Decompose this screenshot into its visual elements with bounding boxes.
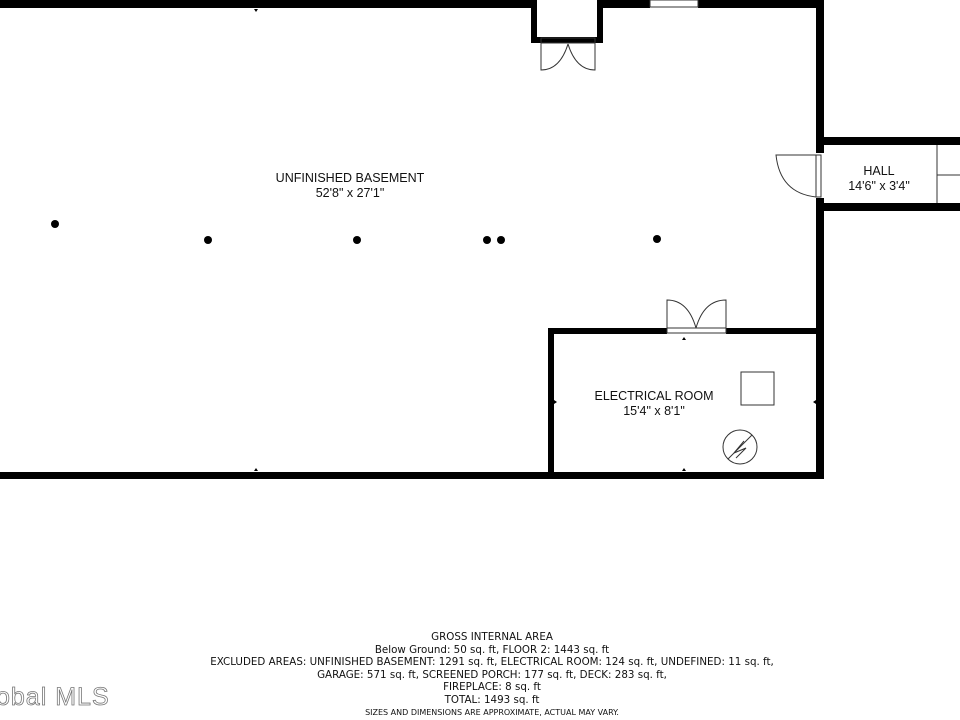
area-summary: GROSS INTERNAL AREA Below Ground: 50 sq.… — [210, 631, 774, 719]
room-dimensions: 15'4" x 8'1" — [623, 404, 685, 418]
summary-line: EXCLUDED AREAS: UNFINISHED BASEMENT: 129… — [210, 656, 774, 669]
summary-total: TOTAL: 1493 sq. ft — [444, 693, 540, 706]
window — [649, 0, 699, 8]
dimension-markers — [254, 9, 816, 471]
summary-line: GARAGE: 571 sq. ft, SCREENED PORCH: 177 … — [317, 668, 667, 681]
watermark: obal MLS — [0, 683, 110, 712]
room-name: UNFINISHED BASEMENT — [275, 171, 425, 185]
electrical-panel — [740, 371, 775, 406]
water-heater — [722, 429, 758, 465]
room-label-hall: HALL 14'6" x 3'4" — [848, 164, 910, 194]
summary-line: FIREPLACE: 8 sq. ft — [443, 681, 541, 694]
doors — [540, 0, 960, 465]
support-posts — [51, 220, 661, 244]
room-name: ELECTRICAL ROOM — [594, 389, 714, 403]
room-label-unfinished-basement: UNFINISHED BASEMENT 52'8" x 27'1" — [276, 171, 425, 201]
room-label-electrical-room: ELECTRICAL ROOM 15'4" x 8'1" — [594, 389, 713, 419]
walls — [0, 0, 960, 479]
disclaimer: SIZES AND DIMENSIONS ARE APPROXIMATE, AC… — [365, 707, 619, 717]
room-dimensions: 52'8" x 27'1" — [315, 186, 385, 200]
room-dimensions: 14'6" x 3'4" — [848, 179, 910, 193]
room-name: HALL — [863, 164, 895, 178]
summary-title: GROSS INTERNAL AREA — [431, 631, 553, 643]
summary-line: Below Ground: 50 sq. ft, FLOOR 2: 1443 s… — [374, 643, 610, 656]
